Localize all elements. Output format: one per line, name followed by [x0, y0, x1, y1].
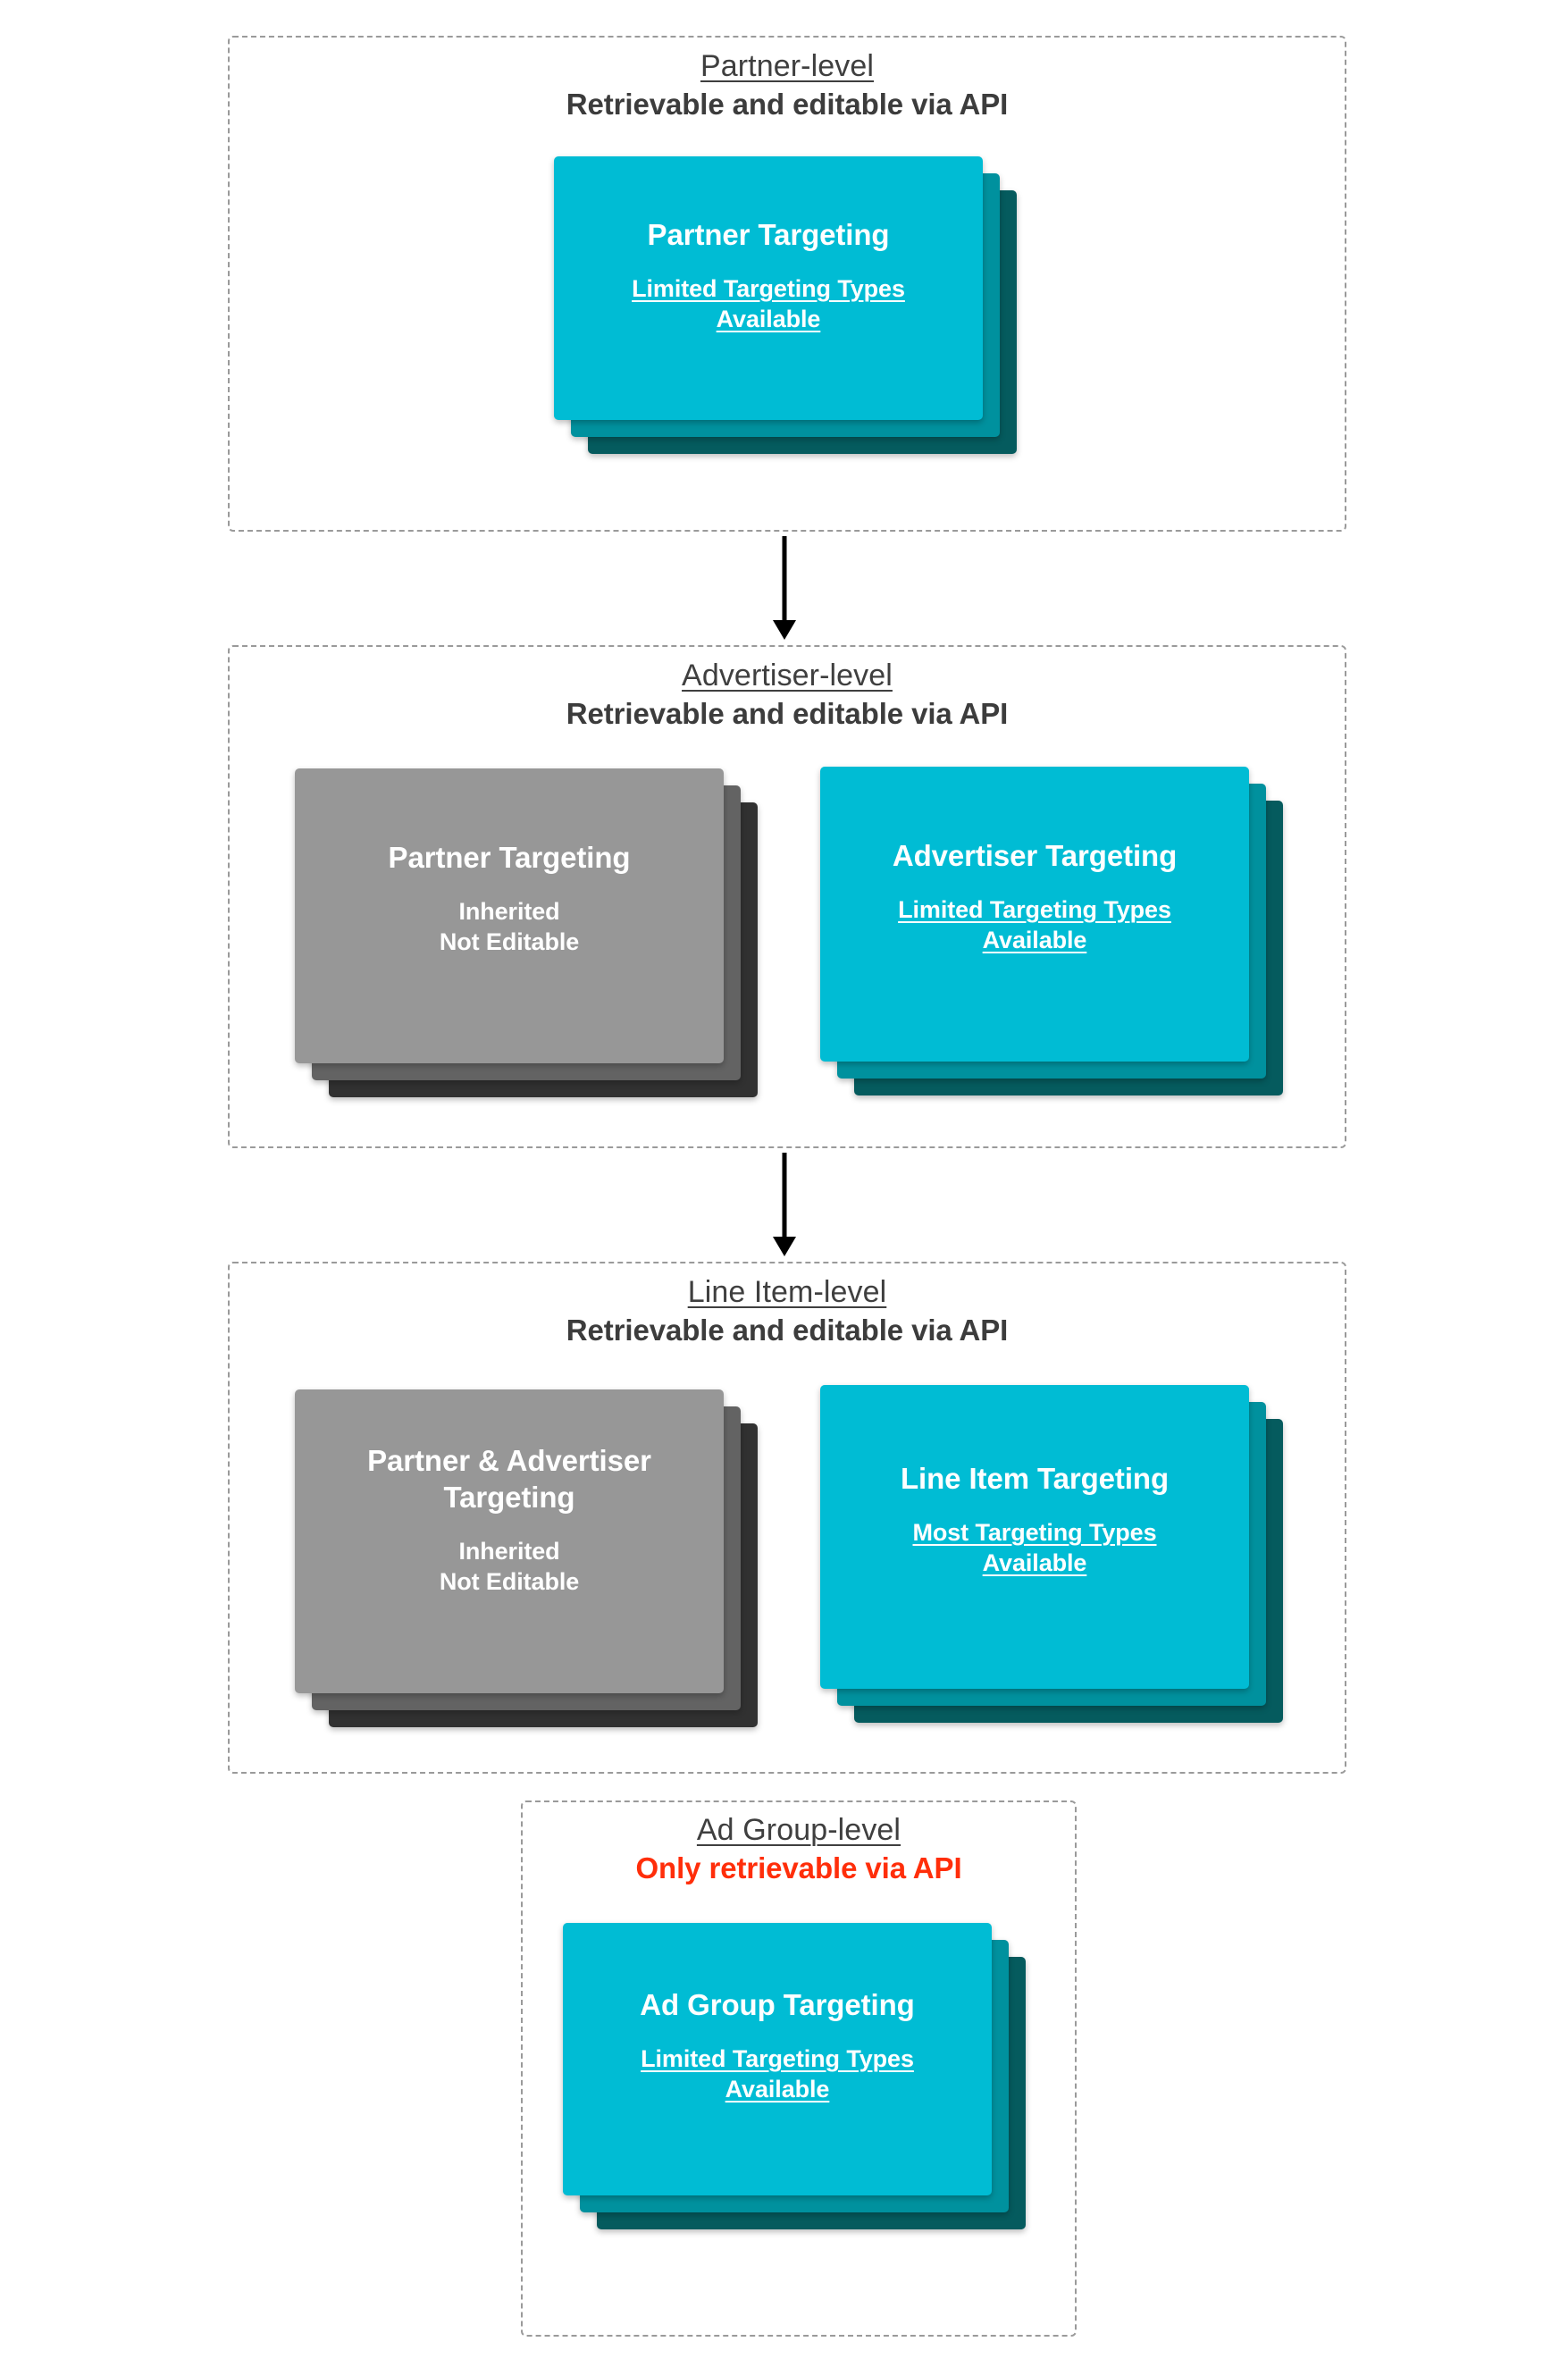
- card-note-line2: Available: [982, 926, 1087, 953]
- connector-arrow-partner-to-advertiser: [773, 536, 796, 640]
- card-layer-front: Partner & Advertiser Targeting Inherited…: [295, 1389, 724, 1693]
- card-layer-front: Advertiser Targeting Limited Targeting T…: [820, 767, 1249, 1062]
- level-container-ad-group: [521, 1800, 1077, 2337]
- level-container-advertiser: [228, 645, 1346, 1148]
- card-stack-advertiser-inherited-partner[interactable]: Partner Targeting Inherited Not Editable: [295, 768, 759, 1126]
- card-title: Partner & Advertiser Targeting: [367, 1444, 651, 1514]
- card-content-line-item-targeting: Line Item Targeting Most Targeting Types…: [820, 1461, 1249, 1578]
- connector-arrow-advertiser-to-line-item: [773, 1153, 796, 1256]
- card-stack-ad-group-targeting[interactable]: Ad Group Targeting Limited Targeting Typ…: [563, 1923, 1027, 2262]
- card-note-line2: Available: [716, 305, 821, 332]
- card-title: Advertiser Targeting: [892, 839, 1178, 872]
- card-content-inherited-partner-targeting: Partner Targeting Inherited Not Editable: [295, 840, 724, 957]
- arrow-shaft: [782, 536, 787, 622]
- card-layer-front: Line Item Targeting Most Targeting Types…: [820, 1385, 1249, 1689]
- card-note-line2: Available: [725, 2075, 830, 2103]
- card-layer-front: Partner Targeting Limited Targeting Type…: [554, 156, 983, 420]
- card-title: Line Item Targeting: [900, 1462, 1169, 1495]
- card-stack-advertiser-targeting[interactable]: Advertiser Targeting Limited Targeting T…: [820, 767, 1285, 1124]
- card-note-line1: Limited Targeting Types: [641, 2044, 914, 2072]
- arrow-shaft: [782, 1153, 787, 1238]
- card-note-line1: Limited Targeting Types: [898, 895, 1171, 923]
- level-container-line-item: [228, 1262, 1346, 1774]
- card-layer-front: Partner Targeting Inherited Not Editable: [295, 768, 724, 1063]
- card-note-line1: Limited Targeting Types: [632, 274, 905, 302]
- card-stack-line-item-targeting[interactable]: Line Item Targeting Most Targeting Types…: [820, 1385, 1285, 1751]
- card-note: Limited Targeting Types Available: [579, 2044, 976, 2104]
- arrow-head-icon: [773, 1237, 796, 1256]
- level-container-partner: [228, 36, 1346, 532]
- card-stack-line-item-inherited[interactable]: Partner & Advertiser Targeting Inherited…: [295, 1389, 759, 1756]
- card-note-line2: Available: [982, 1549, 1087, 1576]
- card-note-line1: Inherited: [458, 1537, 560, 1565]
- card-note-line1: Most Targeting Types: [912, 1518, 1157, 1546]
- arrow-head-icon: [773, 620, 796, 640]
- card-content-partner-targeting: Partner Targeting Limited Targeting Type…: [554, 217, 983, 334]
- card-note: Most Targeting Types Available: [836, 1517, 1233, 1578]
- card-title: Ad Group Targeting: [640, 1988, 915, 2021]
- card-note: Limited Targeting Types Available: [836, 894, 1233, 955]
- card-note: Inherited Not Editable: [311, 896, 708, 957]
- card-note-line2: Not Editable: [439, 927, 580, 955]
- card-content-advertiser-targeting: Advertiser Targeting Limited Targeting T…: [820, 838, 1249, 955]
- card-stack-partner-targeting[interactable]: Partner Targeting Limited Targeting Type…: [554, 156, 1019, 487]
- card-title: Partner Targeting: [388, 841, 631, 874]
- card-content-ad-group-targeting: Ad Group Targeting Limited Targeting Typ…: [563, 1987, 992, 2104]
- card-content-inherited-partner-advertiser-targeting: Partner & Advertiser Targeting Inherited…: [295, 1443, 724, 1597]
- card-note: Inherited Not Editable: [327, 1536, 692, 1597]
- card-note: Limited Targeting Types Available: [570, 273, 967, 334]
- card-title: Partner Targeting: [647, 218, 890, 251]
- card-note-line2: Not Editable: [439, 1567, 580, 1595]
- card-note-line1: Inherited: [458, 897, 560, 925]
- card-layer-front: Ad Group Targeting Limited Targeting Typ…: [563, 1923, 992, 2195]
